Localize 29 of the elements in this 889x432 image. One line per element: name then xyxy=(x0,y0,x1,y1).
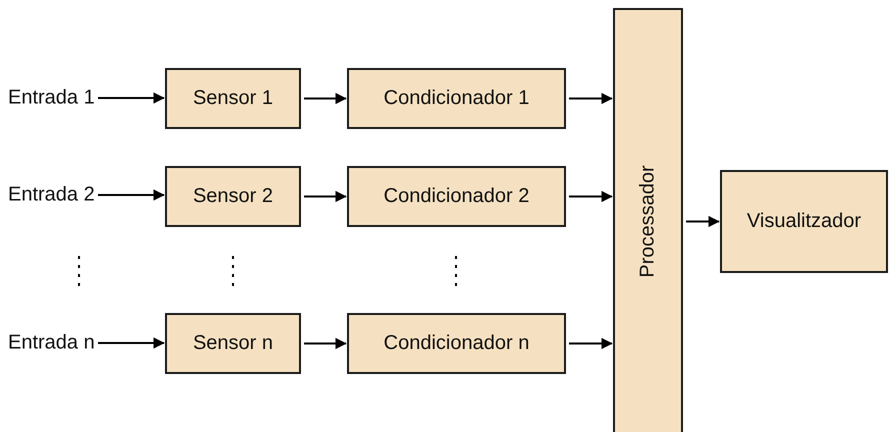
arrow xyxy=(304,338,347,350)
process-box xyxy=(347,68,566,129)
arrow xyxy=(569,92,613,104)
process-box xyxy=(165,313,301,374)
process-box xyxy=(347,166,566,227)
arrow xyxy=(686,216,720,228)
block-label: Condicionador 2 xyxy=(384,185,530,208)
process-box xyxy=(347,313,566,374)
process-box xyxy=(165,68,301,129)
process-box xyxy=(720,170,888,273)
input-label: Entrada n xyxy=(8,332,95,354)
arrow xyxy=(304,92,347,104)
block-label: Visualitzador xyxy=(746,210,862,233)
block-label: Processador xyxy=(636,164,660,278)
arrow xyxy=(569,338,613,350)
input-label: Entrada 1 xyxy=(8,86,95,110)
arrow xyxy=(98,337,165,349)
process-box xyxy=(613,8,683,432)
block-label: Condicionador 1 xyxy=(384,87,530,110)
arrow xyxy=(569,190,613,202)
arrow xyxy=(98,189,165,201)
block-label: Sensor n xyxy=(192,332,274,355)
arrow xyxy=(304,190,347,202)
block-label: Condicionador n xyxy=(384,332,530,355)
arrow xyxy=(98,92,165,104)
block-label: Sensor 1 xyxy=(192,87,274,110)
block-label: Sensor 2 xyxy=(192,185,274,208)
process-box xyxy=(165,166,301,227)
input-label: Entrada 2 xyxy=(8,184,95,206)
